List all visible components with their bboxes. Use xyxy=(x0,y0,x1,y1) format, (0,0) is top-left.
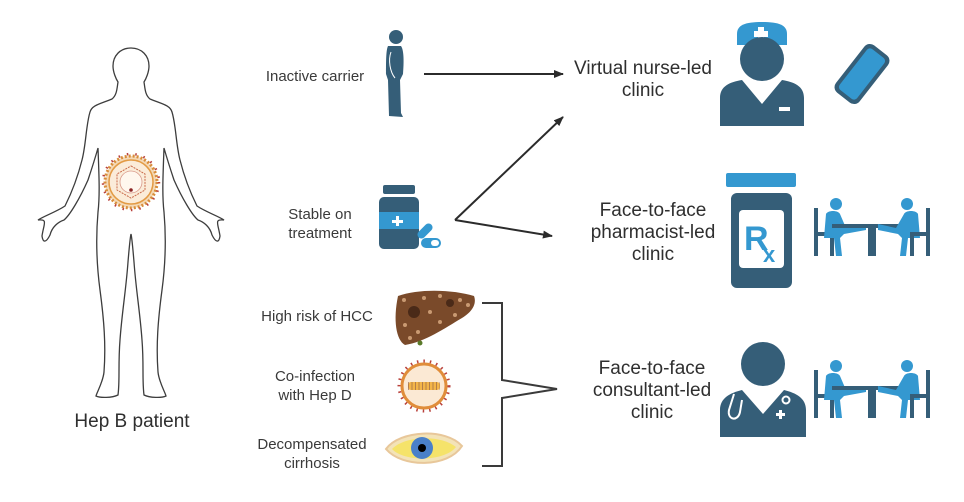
clinic-label-pharmacist: Face-to-face pharmacist-led clinic xyxy=(590,200,716,265)
prescription-bottle-icon: R x xyxy=(726,173,796,288)
consultation-table-icon-2 xyxy=(814,360,930,418)
jaundiced-eye-icon xyxy=(384,432,464,464)
svg-text:R: R xyxy=(744,220,769,258)
svg-text:x: x xyxy=(763,242,776,267)
arrow-stable-to-pharmacist xyxy=(454,219,553,239)
standing-person-icon xyxy=(386,30,404,117)
nurse-icon xyxy=(720,22,804,126)
body-outline-path xyxy=(37,47,225,399)
clinic-label-consultant: Face-to-face consultant-led clinic xyxy=(592,358,712,423)
consultation-table-icon xyxy=(814,198,930,256)
category-label-hcc: High risk of HCC xyxy=(261,308,373,325)
patient-label: Hep B patient xyxy=(74,411,190,432)
category-label-inactive: Inactive carrier xyxy=(265,68,365,85)
medicine-bottle-and-pills-icon xyxy=(379,185,441,249)
bracket-to-consultant xyxy=(482,302,558,467)
clinic-label-nurse: Virtual nurse-led clinic xyxy=(573,58,712,101)
category-label-stable: Stable on treatment xyxy=(288,206,352,242)
smartphone-icon xyxy=(834,43,890,105)
diseased-liver-icon xyxy=(395,290,475,346)
category-label-hepd: Co-infection with Hep D xyxy=(274,368,356,404)
arrow-stable-to-nurse xyxy=(454,116,564,221)
hepatitis-b-virus-icon xyxy=(101,152,161,212)
category-label-cirrhosis: Decompensated cirrhosis xyxy=(257,436,367,472)
doctor-stethoscope-icon xyxy=(720,342,806,437)
hepatitis-d-virus-icon xyxy=(397,359,451,413)
